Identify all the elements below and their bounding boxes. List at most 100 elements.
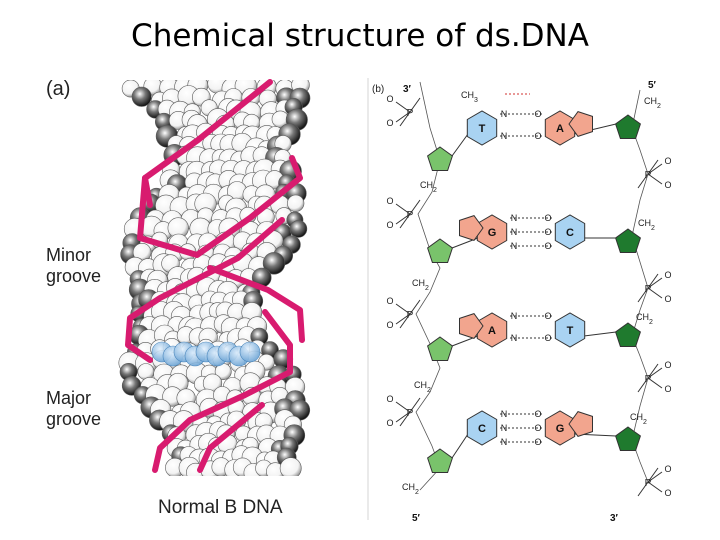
major-groove-label: Major groove bbox=[46, 388, 101, 430]
methyl-label: CH3 bbox=[461, 90, 478, 104]
nitrogen-atom: N bbox=[511, 311, 518, 321]
oxygen-atom: O bbox=[544, 311, 551, 321]
base-letter-A: A bbox=[488, 325, 496, 337]
phosphorus-atom: P bbox=[407, 210, 414, 221]
ch2-label: CH2 bbox=[412, 278, 429, 292]
nitrogen-atom: N bbox=[501, 409, 508, 419]
base-letter-C: C bbox=[478, 423, 486, 435]
nitrogen-atom: N bbox=[501, 423, 508, 433]
oxygen-atom: O bbox=[664, 156, 671, 166]
deoxyribose-sugar bbox=[427, 336, 453, 361]
minor-groove-label: Minor groove bbox=[46, 245, 101, 287]
panel-a-label: (a) bbox=[46, 78, 71, 100]
base-pair-atom bbox=[239, 341, 261, 363]
base-letter-G: G bbox=[488, 227, 497, 239]
purine-five-ring bbox=[459, 313, 484, 339]
base-pair-highlight bbox=[151, 341, 261, 367]
oxygen-atom: O bbox=[386, 320, 393, 330]
ch2-label: CH2 bbox=[402, 482, 419, 496]
oxygen-atom: O bbox=[664, 384, 671, 394]
base-letter-G: G bbox=[556, 423, 565, 435]
phosphate-atom bbox=[289, 220, 308, 238]
base-letter-A: A bbox=[556, 123, 564, 135]
minor-groove-line-1: Minor bbox=[46, 245, 92, 265]
right-backbone-bond bbox=[631, 89, 649, 483]
phosphate-group: P O O bbox=[386, 296, 421, 330]
phosphate-group: P O O bbox=[637, 270, 672, 304]
oxygen-atom: O bbox=[544, 333, 551, 343]
backbone-ribbon bbox=[125, 79, 305, 473]
deoxyribose-sugar bbox=[427, 146, 453, 171]
oxygen-atom: O bbox=[386, 296, 393, 306]
ch2-label: CH2 bbox=[414, 380, 431, 394]
oxygen-atom: O bbox=[386, 220, 393, 230]
pyrimidine-ring bbox=[554, 214, 586, 250]
phosphorus-atom: P bbox=[645, 374, 652, 385]
glycosidic-bond bbox=[451, 133, 469, 157]
oxygen-atom: O bbox=[534, 437, 541, 447]
pyrimidine-ring bbox=[466, 410, 498, 446]
base-pair-T-A: T A N O N O bbox=[427, 109, 641, 171]
oxygen-atom: O bbox=[534, 109, 541, 119]
oxygen-atom: O bbox=[386, 418, 393, 428]
phosphate-group: P O O bbox=[637, 464, 672, 498]
oxygen-atom: O bbox=[386, 196, 393, 206]
base-letter-T: T bbox=[479, 123, 486, 135]
sphere-atom bbox=[287, 194, 305, 212]
oxygen-atom: O bbox=[544, 227, 551, 237]
deoxyribose-sugar bbox=[427, 448, 453, 473]
sphere-atom bbox=[279, 457, 302, 476]
phosphate-group: POO bbox=[637, 360, 672, 394]
oxygen-atom: O bbox=[386, 118, 393, 128]
glycosidic-bond bbox=[451, 433, 469, 459]
oxygen-atom: O bbox=[386, 94, 393, 104]
pyrimidine-ring bbox=[466, 110, 498, 146]
nitrogen-atom: N bbox=[511, 241, 518, 251]
minor-groove-line-2: groove bbox=[46, 266, 102, 286]
deoxyribose-sugar bbox=[615, 114, 641, 139]
nitrogen-atom: N bbox=[501, 131, 508, 141]
nitrogen-atom: N bbox=[511, 213, 518, 223]
phosphate-atom bbox=[262, 252, 286, 275]
major-groove-line-2: groove bbox=[46, 409, 102, 429]
deoxyribose-sugar bbox=[615, 426, 641, 451]
phosphorus-atom: P bbox=[645, 170, 652, 181]
nitrogen-atom: N bbox=[511, 227, 518, 237]
base-pairs: T A N O N O G C N O N O N O A T N O N O C G N O N O N O CH3 bbox=[427, 90, 641, 473]
panel-b-label: (b) bbox=[372, 84, 384, 95]
phosphate-group: POO bbox=[386, 394, 421, 428]
nitrogen-atom: N bbox=[501, 109, 508, 119]
end-label-bottom-left: 5′ bbox=[412, 513, 421, 524]
oxygen-atom: O bbox=[664, 270, 671, 280]
phosphorus-atom: P bbox=[407, 310, 414, 321]
phosphate-group: P O O bbox=[386, 196, 421, 230]
oxygen-atom: O bbox=[544, 241, 551, 251]
phosphorus-atom: P bbox=[645, 284, 652, 295]
phosphate-atom bbox=[131, 86, 152, 107]
phosphate-group: POO bbox=[637, 156, 672, 190]
deoxyribose-sugar bbox=[615, 322, 641, 347]
oxygen-atom: O bbox=[664, 488, 671, 498]
base-letter-C: C bbox=[566, 227, 574, 239]
end-label-top-right: 5′ bbox=[648, 80, 657, 91]
b-dna-caption: Normal B DNA bbox=[158, 497, 283, 518]
oxygen-atom: O bbox=[534, 131, 541, 141]
pyrimidine-ring bbox=[554, 312, 586, 348]
purine-five-ring bbox=[568, 411, 593, 437]
phosphate-group: POO bbox=[386, 94, 421, 128]
oxygen-atom: O bbox=[664, 294, 671, 304]
end-label-bottom-right: 3′ bbox=[610, 513, 619, 524]
left-backbone-bond bbox=[415, 81, 441, 491]
ch2-label: CH2 bbox=[630, 412, 647, 426]
ch2-label: CH2 bbox=[644, 96, 661, 110]
deoxyribose-sugar bbox=[427, 238, 453, 263]
phosphorus-atom: P bbox=[645, 478, 652, 489]
oxygen-atom: O bbox=[534, 423, 541, 433]
oxygen-atom: O bbox=[534, 409, 541, 419]
oxygen-atom: O bbox=[664, 464, 671, 474]
